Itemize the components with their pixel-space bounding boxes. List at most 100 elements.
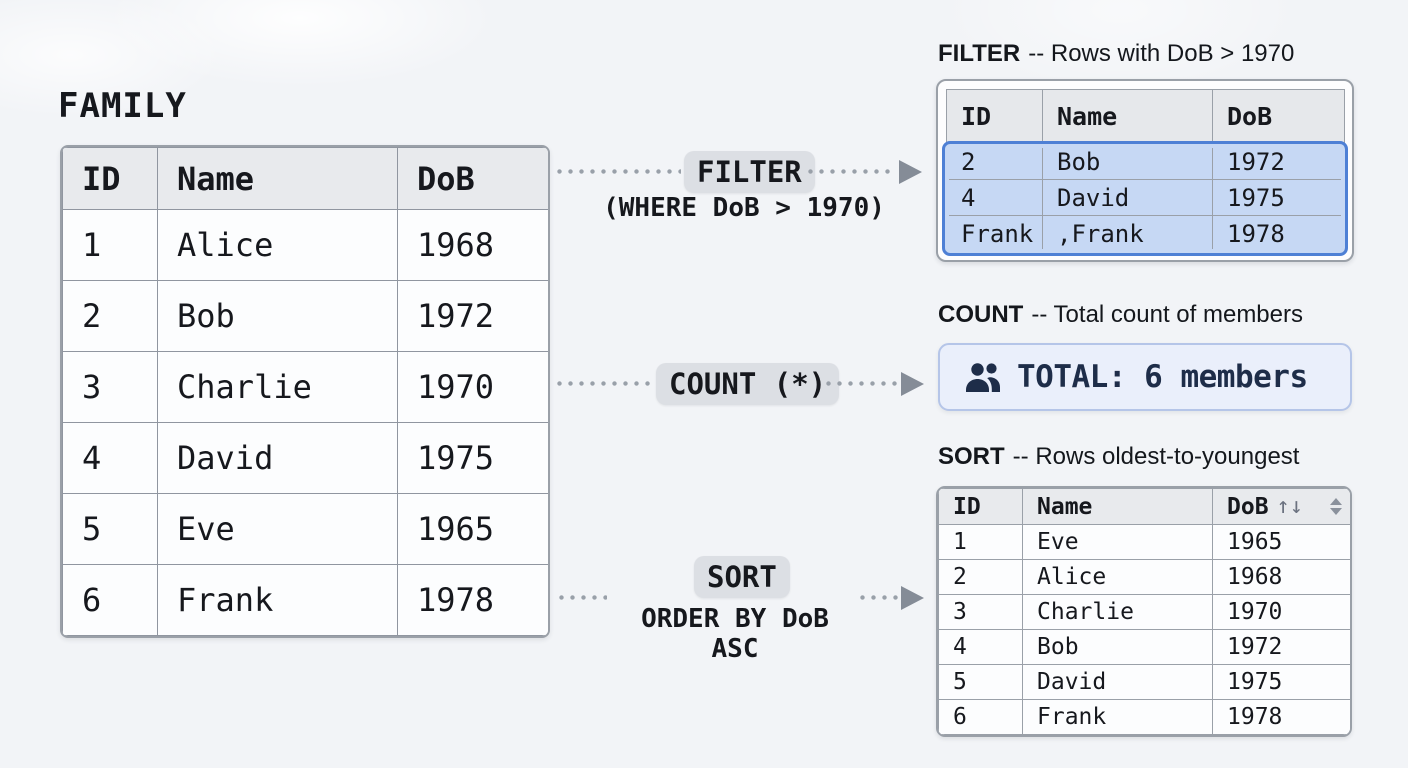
column-header-name: Name xyxy=(1022,488,1213,525)
cell-id: 5 xyxy=(938,664,1023,700)
sort-descending-triangle-icon xyxy=(1330,508,1342,515)
cell-id: 1 xyxy=(938,524,1023,560)
filter-dotted-line-left xyxy=(557,169,681,174)
column-header-id: ID xyxy=(938,488,1023,525)
cell-name: Frank xyxy=(157,564,398,636)
table-row: 2 Bob 1972 xyxy=(62,280,548,352)
cell-dob: 1978 xyxy=(1212,215,1345,252)
cell-dob: 1965 xyxy=(397,493,548,565)
column-header-name: Name xyxy=(157,147,398,210)
cell-name: Bob xyxy=(1022,629,1213,665)
sort-result-table: ID Name DoB ↑↓ xyxy=(936,486,1352,737)
cell-dob: 1972 xyxy=(1212,629,1350,665)
highlighted-table-row: Frank ,Frank 1978 xyxy=(946,215,1345,252)
table-header-row: ID Name DoB xyxy=(62,147,548,210)
column-header-dob: DoB xyxy=(397,147,548,210)
column-header-name: Name xyxy=(1042,89,1213,144)
cell-name: David xyxy=(1042,179,1213,216)
sort-result-heading: SORT -- Rows oldest-to-youngest xyxy=(938,443,1299,471)
cell-dob: 1970 xyxy=(397,351,548,423)
column-header-id: ID xyxy=(946,89,1043,144)
table-header-row: ID Name DoB xyxy=(946,89,1345,144)
column-header-id: ID xyxy=(62,147,158,210)
cell-id: 6 xyxy=(938,699,1023,735)
table-row: 5 David 1975 xyxy=(938,664,1350,700)
cell-id: 3 xyxy=(62,351,158,423)
count-dotted-line-left xyxy=(557,381,653,386)
sort-ascending-triangle-icon xyxy=(1330,498,1342,505)
filter-keyword: FILTER xyxy=(938,40,1021,67)
sort-dotted-line-right xyxy=(860,595,900,600)
cell-name: ,Frank xyxy=(1042,215,1213,252)
sort-order-by-clause: ORDER BY DoB ASC xyxy=(641,604,829,664)
table-row: 1 Eve 1965 xyxy=(938,524,1350,560)
highlighted-table-row: 2 Bob 1972 xyxy=(946,143,1345,180)
count-keyword: COUNT xyxy=(938,301,1024,328)
cell-name: David xyxy=(157,422,398,494)
count-dotted-line-right xyxy=(826,381,898,386)
family-table: ID Name DoB 1 Alice 1968 2 Bob 1972 3 xyxy=(60,145,550,638)
sort-operation-pill: SORT xyxy=(694,556,790,598)
cell-name: Eve xyxy=(157,493,398,565)
filter-arrowhead-icon xyxy=(899,160,922,184)
count-heading-description: -- Total count of members xyxy=(1031,301,1303,328)
cell-dob: 1970 xyxy=(1212,594,1350,630)
table-row: 3 Charlie 1970 xyxy=(62,351,548,423)
table-row: 3 Charlie 1970 xyxy=(938,594,1350,630)
sort-direction-arrows-icon: ↑↓ xyxy=(1276,494,1304,519)
table-row: 4 Bob 1972 xyxy=(938,629,1350,665)
dob-header-label: DoB xyxy=(1227,493,1269,520)
filter-result-panel: ID Name DoB 2 Bob 1972 4 David 1975 Fran… xyxy=(936,79,1354,262)
cell-dob: 1965 xyxy=(1212,524,1350,560)
sort-heading-description: -- Rows oldest-to-youngest xyxy=(1012,443,1300,470)
cell-id: Frank xyxy=(946,215,1043,252)
filter-dotted-line-right xyxy=(808,169,896,174)
cell-dob: 1968 xyxy=(397,209,548,281)
cell-name: Alice xyxy=(157,209,398,281)
count-operation-pill: COUNT (*) xyxy=(656,363,840,405)
cell-dob: 1972 xyxy=(397,280,548,352)
cell-dob: 1978 xyxy=(1212,699,1350,735)
sort-keyword: SORT xyxy=(938,443,1005,470)
cell-dob: 1968 xyxy=(1212,559,1350,595)
cell-name: Bob xyxy=(157,280,398,352)
cell-id: 2 xyxy=(62,280,158,352)
cell-id: 4 xyxy=(946,179,1043,216)
cell-name: Charlie xyxy=(157,351,398,423)
filter-where-clause: (WHERE DoB > 1970) xyxy=(603,193,885,223)
cell-dob: 1975 xyxy=(397,422,548,494)
column-header-dob: DoB xyxy=(1212,89,1345,144)
filter-operation-pill: FILTER xyxy=(684,151,815,193)
table-row: 4 David 1975 xyxy=(62,422,548,494)
cell-id: 3 xyxy=(938,594,1023,630)
count-result-panel: TOTAL: 6 members xyxy=(938,343,1352,411)
cell-dob: 1975 xyxy=(1212,664,1350,700)
cell-id: 2 xyxy=(946,143,1043,180)
cell-name: Eve xyxy=(1022,524,1213,560)
cell-id: 2 xyxy=(938,559,1023,595)
cell-name: Frank xyxy=(1022,699,1213,735)
count-result-heading: COUNT -- Total count of members xyxy=(938,301,1303,329)
cell-id: 4 xyxy=(938,629,1023,665)
table-row: 2 Alice 1968 xyxy=(938,559,1350,595)
table-row: 1 Alice 1968 xyxy=(62,209,548,281)
cell-dob: 1975 xyxy=(1212,179,1345,216)
cell-id: 5 xyxy=(62,493,158,565)
members-icon xyxy=(964,360,1002,394)
table-row: 6 Frank 1978 xyxy=(62,564,548,636)
count-arrowhead-icon xyxy=(901,372,924,396)
cell-id: 6 xyxy=(62,564,158,636)
table-row: 5 Eve 1965 xyxy=(62,493,548,565)
cell-name: David xyxy=(1022,664,1213,700)
total-members-value: TOTAL: 6 members xyxy=(1017,359,1308,395)
filter-heading-description: -- Rows with DoB > 1970 xyxy=(1028,40,1295,67)
sort-toggle-icon[interactable] xyxy=(1330,498,1342,515)
cell-dob: 1978 xyxy=(397,564,548,636)
sort-dotted-line-left xyxy=(559,595,607,600)
cell-name: Charlie xyxy=(1022,594,1213,630)
family-table-title: FAMILY xyxy=(58,86,187,126)
cell-id: 4 xyxy=(62,422,158,494)
cell-name: Bob xyxy=(1042,143,1213,180)
column-header-dob-sortable[interactable]: DoB ↑↓ xyxy=(1212,488,1350,525)
